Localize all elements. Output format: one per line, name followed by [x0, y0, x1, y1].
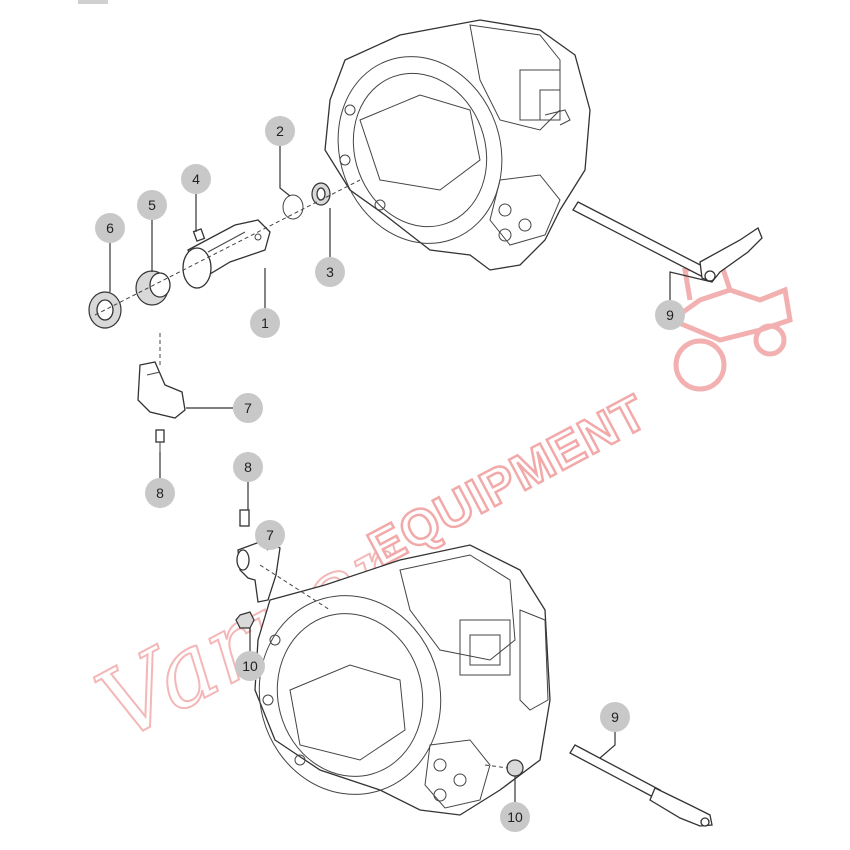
callout-8-top: 8	[145, 478, 175, 508]
callout-3: 3	[315, 257, 345, 287]
bolt-4	[192, 228, 206, 242]
top-shift-shaft	[572, 201, 763, 283]
callout-6: 6	[95, 213, 125, 243]
plug-bottom-10b	[506, 759, 524, 777]
callout-4-label: 4	[192, 171, 200, 187]
callout-2-label: 2	[276, 123, 284, 139]
release-fork-top	[137, 361, 186, 419]
callout-6-label: 6	[106, 220, 114, 236]
bolt-bottom-8	[239, 509, 250, 527]
callout-1: 1	[250, 308, 280, 338]
callout-7-bottom: 7	[255, 520, 285, 550]
top-bar	[78, 0, 108, 4]
assembly-axis-top	[94, 179, 361, 316]
watermark-block-text: EQUIPMENT	[359, 384, 656, 577]
callout-1-label: 1	[261, 315, 269, 331]
oil-seal	[311, 182, 331, 206]
o-ring	[282, 194, 304, 220]
callout-8-top-label: 8	[156, 485, 164, 501]
release-bearing-carrier	[182, 219, 271, 289]
leader-lines	[109, 146, 713, 802]
callout-10-bottom-label: 10	[507, 809, 523, 825]
callout-8-bottom-label: 8	[244, 459, 252, 475]
bearing-hub	[88, 291, 122, 329]
callout-5: 5	[137, 190, 167, 220]
callout-4: 4	[181, 164, 211, 194]
callout-9-bottom-label: 9	[611, 709, 619, 725]
callout-9-bottom: 9	[600, 702, 630, 732]
callout-3-label: 3	[326, 264, 334, 280]
callout-7-top-label: 7	[244, 400, 252, 416]
top-transmission-housing	[324, 19, 591, 271]
callout-7-top: 7	[233, 393, 263, 423]
release-bearing	[135, 270, 171, 306]
callout-2: 2	[265, 116, 295, 146]
callout-7-bottom-label: 7	[266, 527, 274, 543]
plug-axis-bottom	[484, 764, 509, 769]
callout-5-label: 5	[148, 197, 156, 213]
callout-10-bottom: 10	[500, 802, 530, 832]
bottom-shift-shaft	[569, 744, 713, 827]
callout-10-left-label: 10	[242, 658, 258, 674]
grease-fitting-top	[155, 429, 165, 452]
callout-9-top-label: 9	[666, 307, 674, 323]
callout-9-top: 9	[655, 300, 685, 330]
bottom-transmission-housing	[254, 544, 551, 816]
callout-10-left: 10	[235, 651, 265, 681]
callout-8-bottom: 8	[233, 452, 263, 482]
tractor-icon	[666, 256, 793, 392]
